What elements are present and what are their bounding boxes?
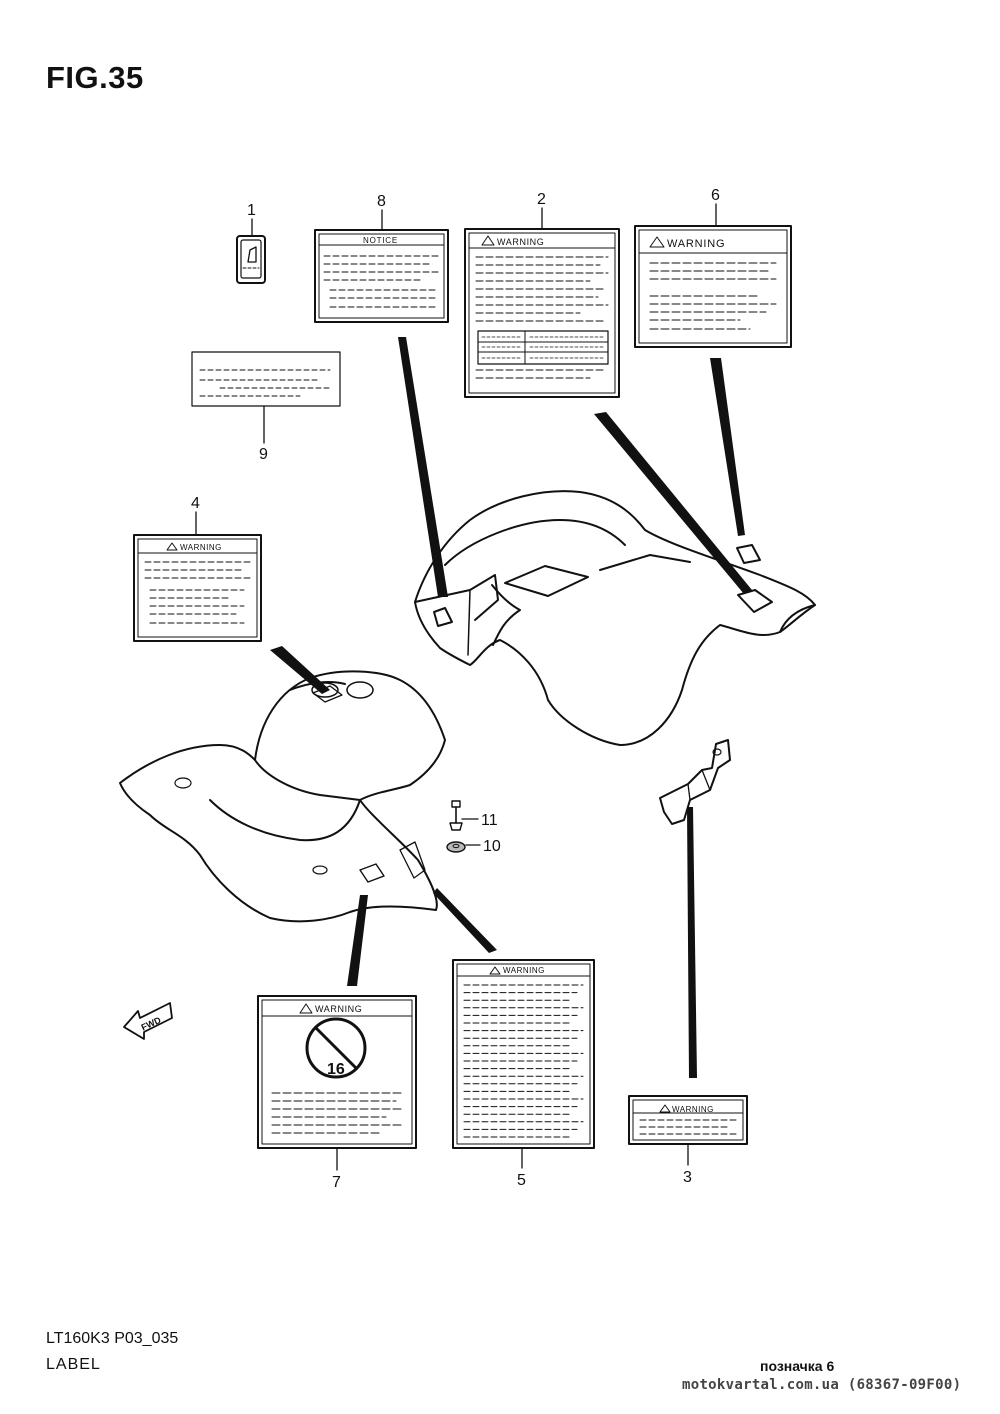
callout-4: 4 [191, 495, 200, 512]
leader-label-2 [594, 412, 752, 594]
washer-10-part [446, 841, 466, 853]
age-sign-number: 16 [327, 1061, 345, 1078]
bracket-part [659, 739, 731, 825]
label-headers: NOTICE WARNING WARNING WARNING WARNING W… [140, 236, 725, 1114]
callout-2: 2 [537, 191, 546, 208]
callout-10: 10 [483, 838, 501, 855]
label-6-warning [634, 225, 792, 348]
callout-7: 7 [332, 1174, 341, 1191]
warning-header-2: WARNING [497, 237, 544, 247]
warning-header-5: WARNING [503, 966, 545, 975]
source-watermark: motokvartal.com.ua (68367-09F00) [682, 1377, 962, 1393]
callout-numbers: 1 8 2 6 9 4 11 10 7 5 3 [191, 187, 720, 1191]
rear-fender-part [414, 490, 816, 746]
callout-1: 1 [247, 202, 256, 219]
notice-header-8: NOTICE [363, 236, 398, 245]
label-4-warning [133, 534, 262, 642]
callout-5: 5 [517, 1172, 526, 1189]
warning-header-6: WARNING [667, 238, 725, 250]
callout-11: 11 [481, 812, 498, 829]
label-9-strip [191, 351, 341, 407]
leader-label-8 [398, 337, 448, 597]
label-5-warning [452, 959, 595, 1149]
bolt-11-part [449, 800, 463, 831]
fwd-arrow-icon [123, 1002, 173, 1040]
leader-label-7 [347, 895, 368, 986]
callout-9: 9 [259, 446, 268, 463]
reference-note: позначка 6 [760, 1358, 835, 1374]
warning-header-4: WARNING [180, 543, 222, 552]
warning-header-3: WARNING [672, 1105, 714, 1114]
callout-8: 8 [377, 193, 386, 210]
warning-header-7: WARNING [315, 1004, 362, 1014]
label-3-warning [628, 1095, 748, 1145]
label-1-part [236, 235, 266, 284]
section-name: LABEL [46, 1356, 101, 1373]
callout-leaders [195, 203, 717, 1171]
label-2-warning [464, 228, 620, 398]
figure-title: FIG.35 [46, 60, 144, 95]
callout-3: 3 [683, 1169, 692, 1186]
leader-label-5 [433, 888, 497, 953]
model-code: LT160K3 P03_035 [46, 1330, 179, 1347]
leader-label-6 [710, 358, 745, 536]
leader-label-3 [687, 807, 697, 1078]
front-fender-part [119, 670, 446, 923]
callout-6: 6 [711, 187, 720, 204]
label-7-warning [257, 995, 417, 1149]
leader-wedges [270, 337, 752, 1078]
